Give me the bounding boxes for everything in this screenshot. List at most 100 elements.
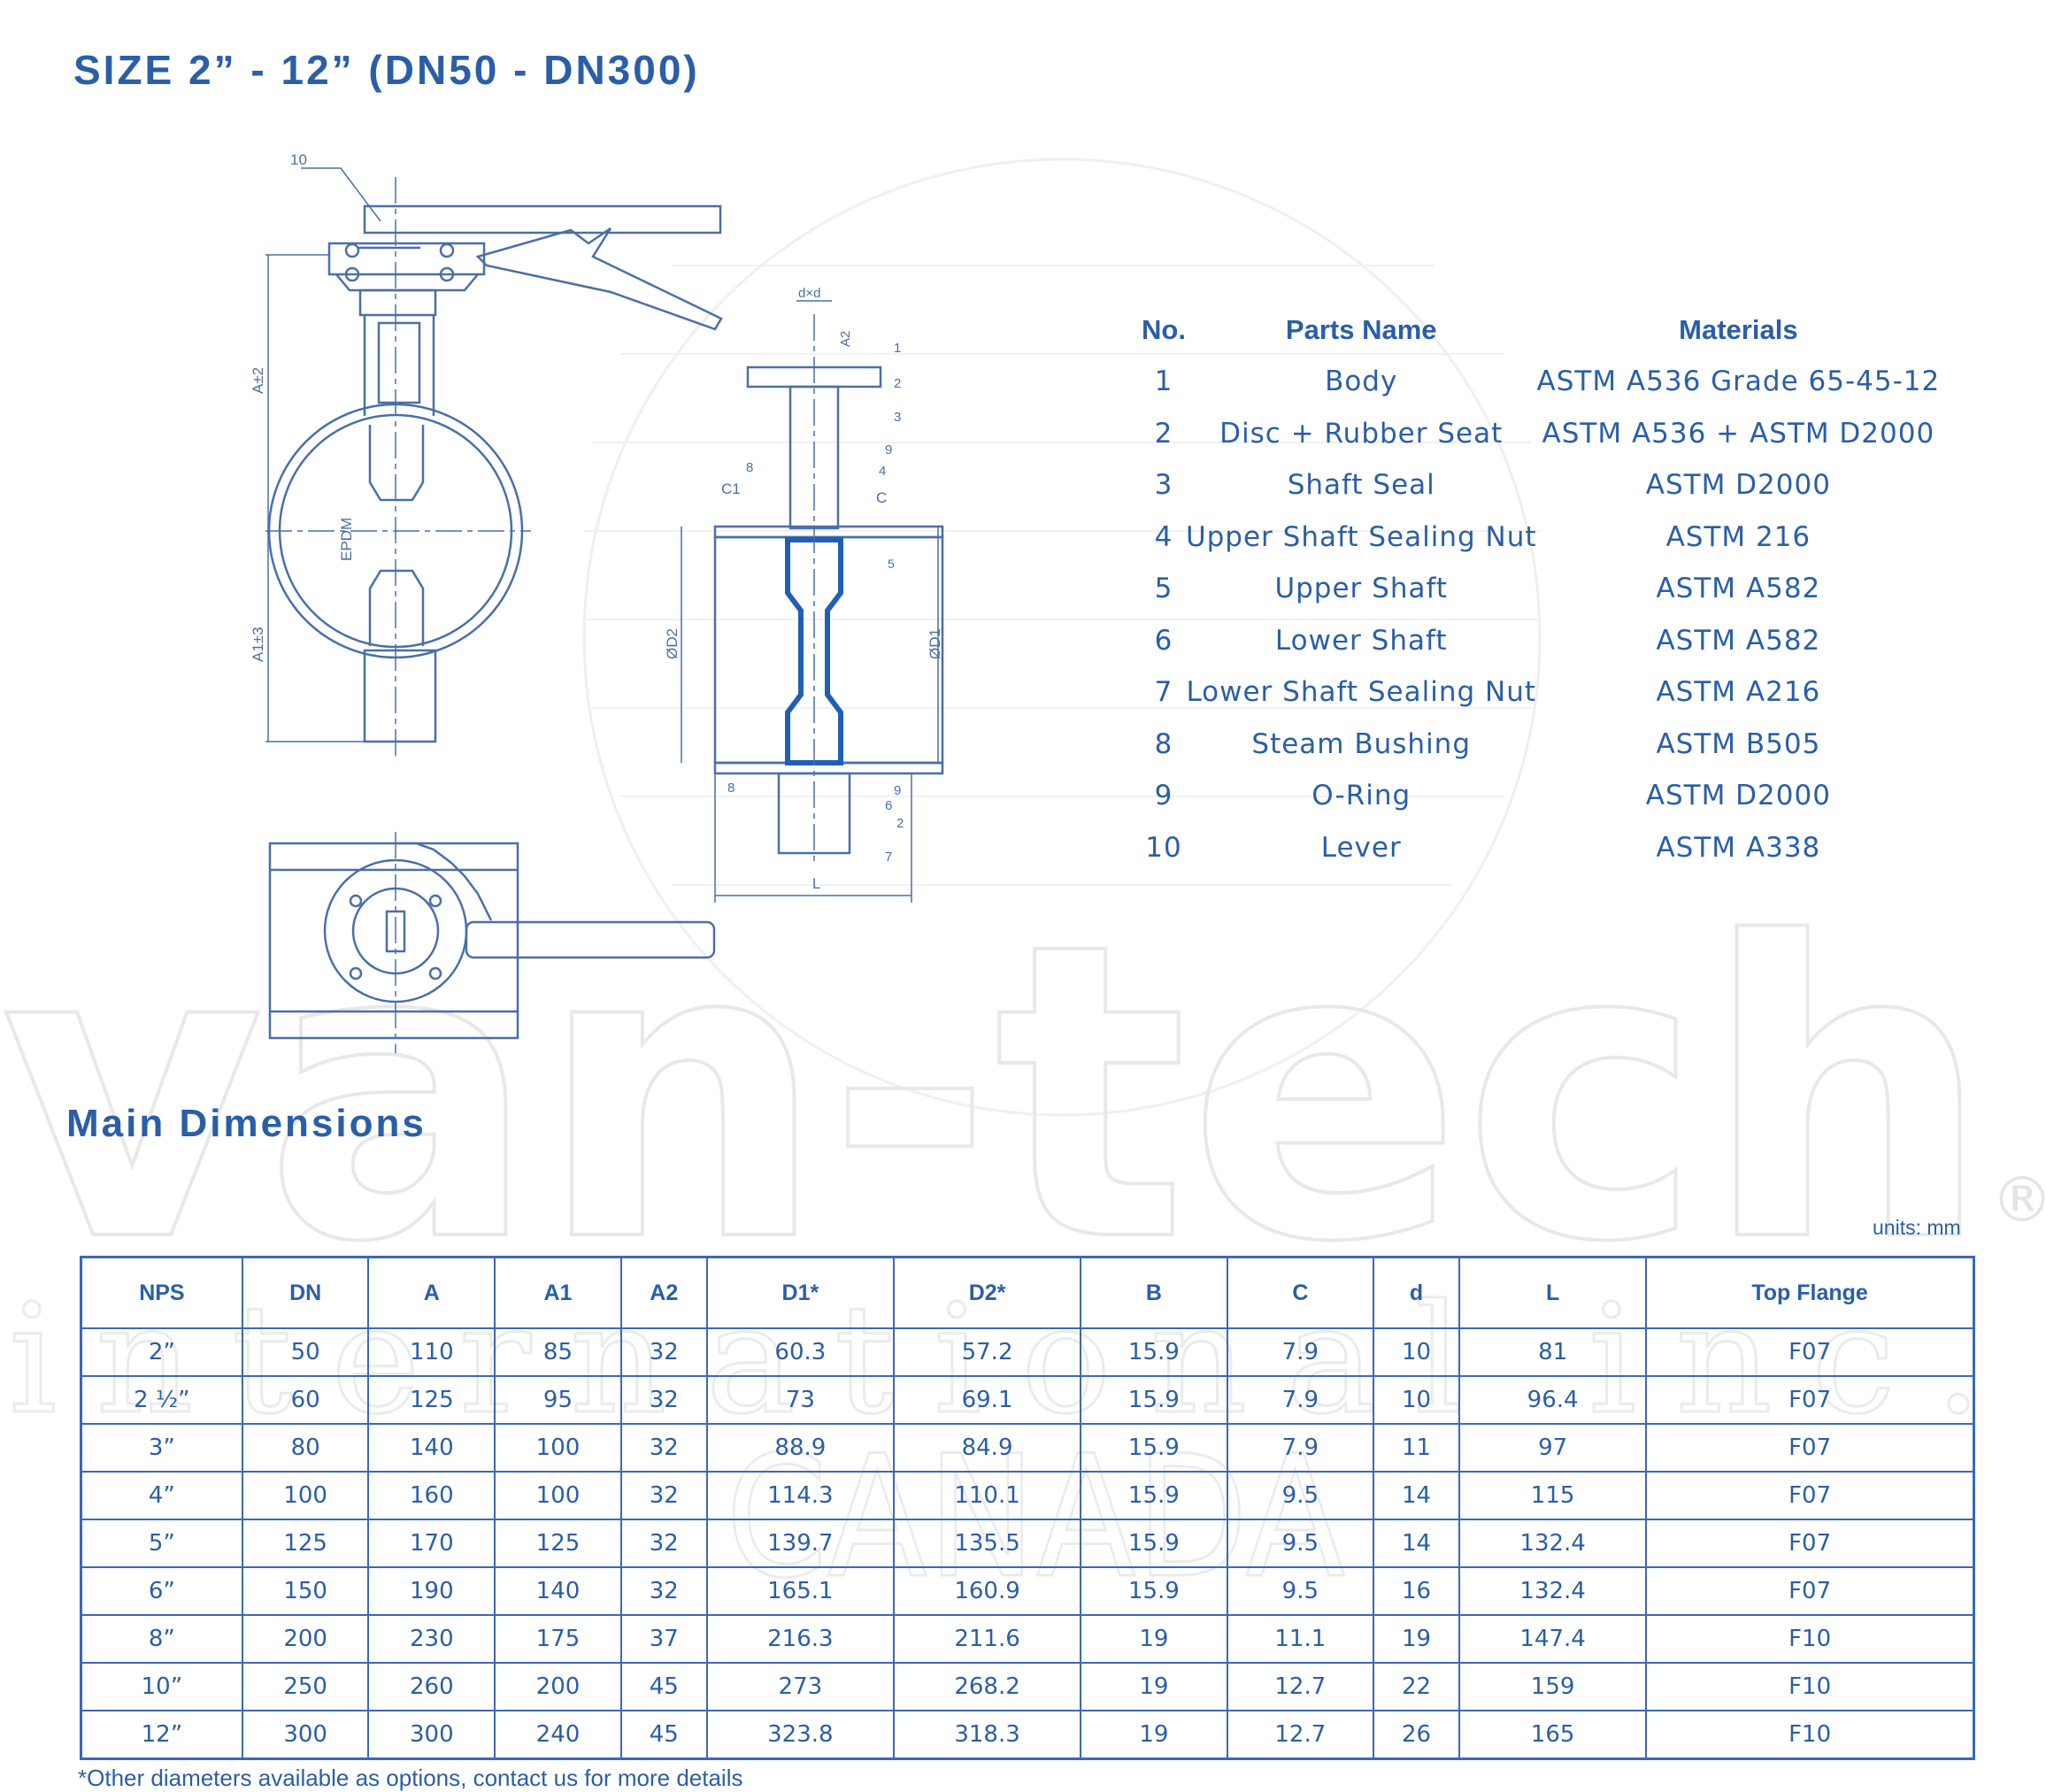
table-cell: F07 xyxy=(1645,1519,1975,1568)
table-cell: 268.2 xyxy=(892,1662,1082,1711)
table-cell: 32 xyxy=(619,1327,708,1377)
dim-a-label: A±2 xyxy=(250,367,266,394)
dim-c-label: C xyxy=(876,489,887,506)
table-cell: 165 xyxy=(1458,1710,1648,1760)
table-cell: 300 xyxy=(367,1710,496,1760)
table-cell: 32 xyxy=(619,1423,708,1473)
seat-label: EPDM xyxy=(338,518,355,561)
top-view xyxy=(268,832,716,1053)
table-cell: 85 xyxy=(494,1327,622,1377)
part-name: Lower Shaft xyxy=(1274,624,1448,657)
table-cell: 6” xyxy=(80,1566,243,1616)
table-cell: F07 xyxy=(1645,1375,1975,1425)
part-name: Shaft Seal xyxy=(1287,469,1435,502)
callout-8-bottom: 8 xyxy=(727,781,735,796)
dimensions-header-row: NPS DN A A1 A2 D1* D2* B C d L Top Flang… xyxy=(80,1256,1975,1329)
table-cell: 15.9 xyxy=(1080,1327,1228,1377)
col-header: NPS xyxy=(80,1256,243,1329)
table-cell: F07 xyxy=(1645,1327,1975,1377)
part-name: Disc + Rubber Seat xyxy=(1219,417,1504,450)
part-name: Lever xyxy=(1320,831,1402,864)
col-header: B xyxy=(1080,1256,1228,1329)
table-cell: 9.5 xyxy=(1226,1519,1375,1568)
table-cell: 160.9 xyxy=(892,1566,1082,1616)
table-cell: 110.1 xyxy=(892,1471,1082,1520)
parts-header-materials: Materials xyxy=(1679,314,1798,345)
callout-7-bottom: 7 xyxy=(885,850,892,865)
col-header: A2 xyxy=(619,1256,708,1329)
table-cell: 125 xyxy=(367,1375,496,1425)
table-cell: 140 xyxy=(367,1423,496,1473)
units-label: units: mm xyxy=(1873,1216,1961,1239)
table-cell: 2” xyxy=(80,1327,243,1377)
table-cell: 7.9 xyxy=(1226,1327,1375,1377)
col-header: DN xyxy=(241,1256,370,1329)
table-cell: 16 xyxy=(1373,1566,1461,1616)
part-no: 7 xyxy=(1154,676,1173,709)
part-no: 8 xyxy=(1154,727,1173,760)
table-cell: 300 xyxy=(241,1710,370,1760)
col-header: A1 xyxy=(494,1256,622,1329)
table-cell: 12.7 xyxy=(1226,1710,1375,1760)
table-cell: 273 xyxy=(705,1662,895,1711)
table-cell: 80 xyxy=(241,1423,370,1473)
table-cell: 200 xyxy=(494,1662,622,1711)
part-material: ASTM A536 + ASTM D2000 xyxy=(1542,417,1935,450)
table-cell: 159 xyxy=(1458,1662,1648,1711)
dim-c1-label: C1 xyxy=(721,481,741,497)
table-cell: F07 xyxy=(1645,1566,1975,1616)
table-cell: 88.9 xyxy=(705,1423,895,1473)
table-cell: 14 xyxy=(1373,1471,1461,1520)
table-cell: 100 xyxy=(494,1423,622,1473)
section-view xyxy=(681,300,944,903)
table-cell: 135.5 xyxy=(892,1519,1082,1568)
table-cell: 32 xyxy=(619,1519,708,1568)
table-cell: 73 xyxy=(705,1375,895,1425)
table-cell: 12” xyxy=(80,1710,243,1760)
footnote: *Other diameters available as options, c… xyxy=(78,1765,743,1791)
table-cell: F07 xyxy=(1645,1471,1975,1520)
table-cell: 15.9 xyxy=(1080,1471,1228,1520)
table-cell: 147.4 xyxy=(1458,1614,1648,1664)
table-cell: 7.9 xyxy=(1226,1375,1375,1425)
table-cell: 8” xyxy=(80,1614,243,1664)
callout-6-bottom: 6 xyxy=(885,798,892,813)
table-cell: 19 xyxy=(1373,1614,1461,1664)
part-name: Steam Bushing xyxy=(1251,727,1472,760)
callout-5: 5 xyxy=(888,557,895,571)
table-cell: 160 xyxy=(367,1471,496,1520)
callout-2-bottom: 2 xyxy=(896,816,904,831)
part-material: ASTM B505 xyxy=(1656,727,1821,760)
part-name: Upper Shaft Sealing Nut xyxy=(1185,520,1537,553)
table-cell: 15.9 xyxy=(1080,1423,1228,1473)
table-cell: 5” xyxy=(80,1519,243,1568)
dim-a1-label: A1±3 xyxy=(250,627,266,662)
table-cell: F10 xyxy=(1645,1710,1975,1760)
table-cell: 9.5 xyxy=(1226,1471,1375,1520)
table-cell: 97 xyxy=(1458,1423,1648,1473)
table-cell: 22 xyxy=(1373,1662,1461,1711)
valve-drawings: 10 A±2 A1±3 EPDM d×d A2 C1 C ØD2 ØD1 L 1… xyxy=(250,151,944,1053)
col-header: A xyxy=(367,1256,496,1329)
part-no: 9 xyxy=(1154,780,1173,812)
table-cell: 115 xyxy=(1458,1471,1648,1520)
table-cell: 19 xyxy=(1080,1662,1228,1711)
table-cell: 260 xyxy=(367,1662,496,1711)
dim-d2-label: ØD2 xyxy=(664,628,681,659)
part-no: 2 xyxy=(1154,417,1173,450)
table-cell: 15.9 xyxy=(1080,1566,1228,1616)
part-no: 10 xyxy=(1145,831,1182,864)
table-cell: 170 xyxy=(367,1519,496,1568)
table-cell: 60 xyxy=(241,1375,370,1425)
table-cell: 81 xyxy=(1458,1327,1648,1377)
table-cell: 45 xyxy=(619,1662,708,1711)
table-cell: 19 xyxy=(1080,1614,1228,1664)
table-cell: 132.4 xyxy=(1458,1519,1648,1568)
